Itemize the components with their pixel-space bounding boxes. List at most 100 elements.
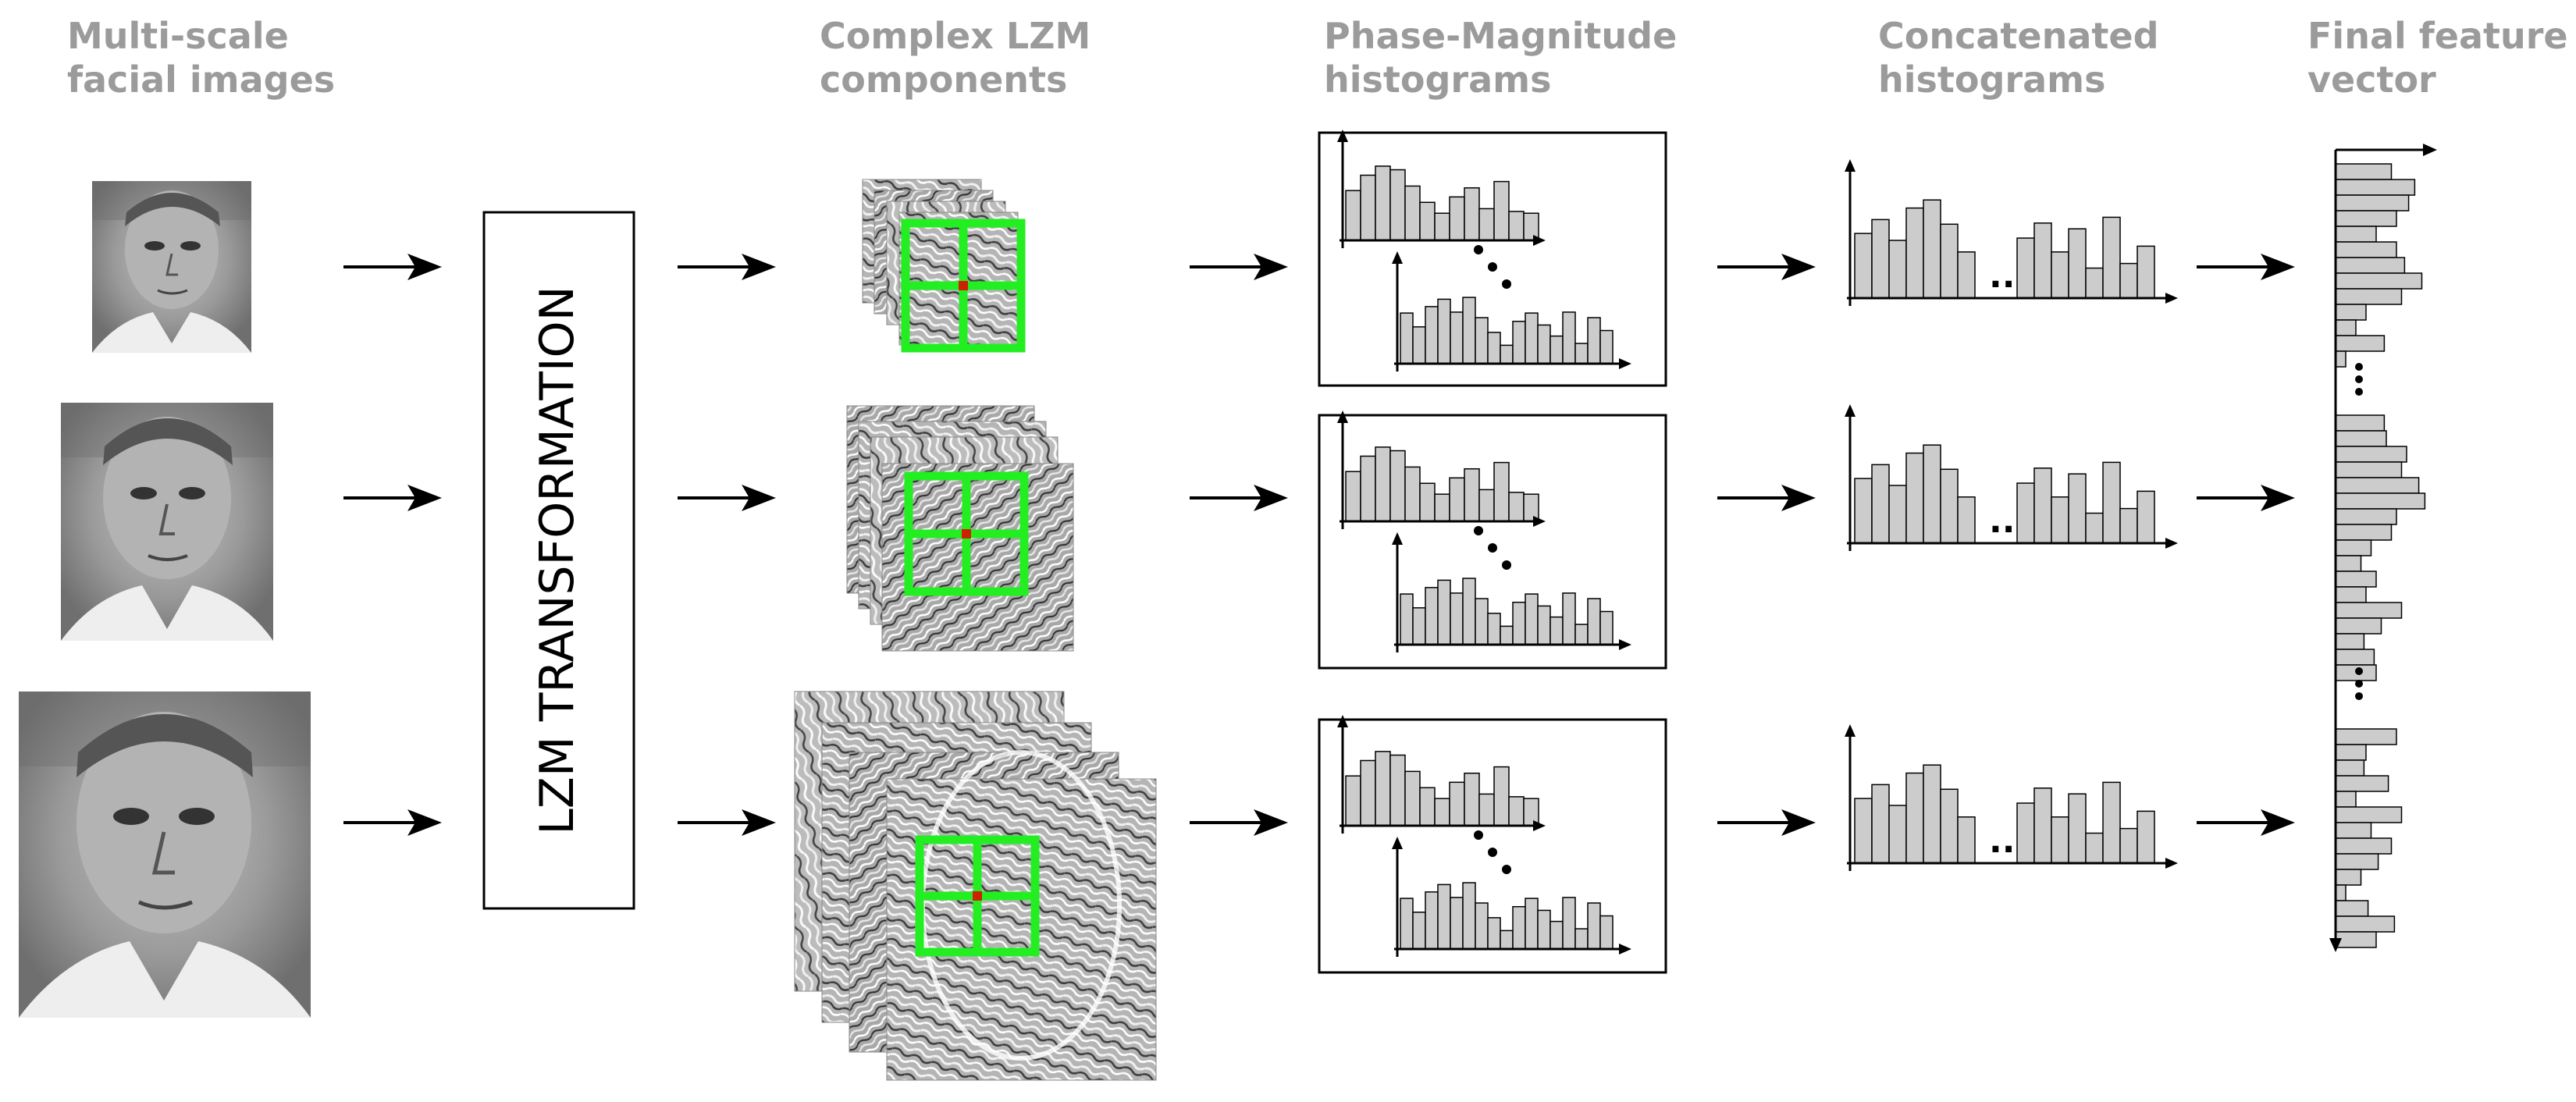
concat-histogram-3: ...	[1845, 724, 2178, 871]
histogram-bar	[1425, 306, 1439, 364]
histogram-bar	[2016, 802, 2035, 864]
histogram-bar	[2033, 467, 2052, 544]
histogram-bar	[1599, 915, 1614, 950]
histogram-bar	[1905, 207, 1924, 299]
feature-bar	[2335, 210, 2397, 227]
histogram-bar	[1449, 196, 1465, 241]
feature-bar	[2335, 241, 2397, 258]
ellipsis-dot	[1488, 848, 1497, 857]
histogram-bar	[1360, 455, 1376, 522]
histogram-box-3	[1318, 715, 1667, 974]
feature-bar	[2335, 319, 2357, 336]
feature-bar	[2335, 524, 2393, 541]
concat-histogram-1: ...	[1845, 159, 2178, 306]
flow-arrowhead	[407, 809, 442, 836]
histogram-bar	[1450, 311, 1464, 364]
histogram-bar	[1437, 883, 1451, 950]
feature-bar	[2335, 288, 2403, 305]
feature-bar	[2335, 931, 2377, 948]
histogram-bar	[1400, 898, 1414, 950]
ellipsis-dot	[1502, 560, 1511, 570]
flow-arrowhead	[1781, 254, 1816, 280]
histogram-bar	[1523, 798, 1539, 826]
feature-bar	[2335, 335, 2386, 352]
histogram-bar	[1523, 493, 1539, 522]
histogram-bar	[1599, 610, 1614, 645]
histogram-bar	[1419, 482, 1436, 522]
flow-arrowhead	[1781, 485, 1816, 511]
histogram-bar	[1389, 450, 1406, 522]
flow-arrowhead	[1781, 809, 1816, 836]
y-axis-arrowhead	[1392, 837, 1403, 849]
feature-bar	[2335, 539, 2372, 556]
histogram-bar	[1389, 754, 1406, 826]
histogram-bar	[2033, 222, 2052, 299]
histogram-bar	[1412, 326, 1426, 364]
vector-ellipsis-dot	[2355, 680, 2363, 688]
histogram-bar	[1437, 298, 1451, 364]
feature-bar	[2335, 414, 2386, 432]
header-line: histograms	[1878, 59, 2106, 101]
feature-bar	[2335, 853, 2379, 870]
ellipsis-dot	[1488, 543, 1497, 553]
header-multiscale: Multi-scale facial images	[67, 14, 335, 101]
flow-arrowhead	[1254, 254, 1288, 280]
roi-center	[962, 529, 971, 539]
vector-ellipsis-dot	[2355, 388, 2363, 396]
ellipsis-dot	[1474, 245, 1483, 254]
histogram-bar	[1508, 211, 1525, 241]
roi-center	[959, 281, 968, 290]
histogram-bar	[1412, 607, 1426, 645]
histogram-bar	[2102, 216, 2121, 299]
histogram-bar	[1923, 444, 1941, 544]
feature-bar	[2335, 257, 2406, 274]
histogram-bar	[1905, 772, 1924, 864]
histogram-bar	[1478, 208, 1495, 241]
histogram-bar	[1537, 605, 1551, 645]
feature-bar	[2335, 272, 2423, 290]
histogram-bar	[1871, 219, 1890, 299]
histogram-bar	[1537, 324, 1551, 364]
histogram-bar	[1360, 174, 1376, 241]
histogram-bar	[2016, 482, 2035, 544]
histogram-bar	[1462, 882, 1476, 950]
histogram-bar	[1940, 788, 1959, 864]
face-large	[19, 691, 311, 1018]
histogram-bar	[1500, 625, 1514, 645]
x-axis-arrowhead	[2165, 293, 2178, 304]
histogram-bar	[1512, 601, 1526, 645]
histogram-bar	[1525, 593, 1539, 645]
histogram-bar	[1957, 251, 1976, 299]
histogram-bar	[1957, 816, 1976, 864]
header-line: Phase-Magnitude	[1324, 15, 1678, 57]
histogram-bottom	[1392, 532, 1631, 652]
histogram-bar	[1375, 165, 1391, 241]
histogram-bar	[2137, 810, 2155, 864]
histogram-bar	[2085, 267, 2104, 299]
histogram-bar	[2119, 507, 2138, 544]
histogram-bar	[2068, 473, 2087, 544]
histogram-bar	[1574, 343, 1589, 364]
histogram-bar	[1493, 461, 1510, 522]
flow-arrowhead	[742, 254, 776, 280]
header-line: facial images	[67, 59, 336, 101]
histogram-bar	[1419, 787, 1436, 826]
y-axis-arrowhead	[1392, 532, 1403, 545]
feature-bar	[2335, 837, 2393, 855]
feature-bar	[2335, 461, 2403, 478]
ellipsis-dot	[1502, 279, 1511, 289]
histogram-bar	[1940, 223, 1959, 299]
histogram-bottom	[1392, 837, 1631, 957]
feature-bar	[2335, 477, 2420, 494]
histogram-bar	[1419, 201, 1436, 241]
histogram-box-1	[1318, 130, 1667, 387]
header-line: Multi-scale	[67, 15, 289, 57]
histogram-bar	[1487, 332, 1501, 364]
feature-bar	[2335, 759, 2365, 777]
histogram-bar	[2068, 228, 2087, 299]
feature-bar	[2335, 869, 2362, 886]
feature-bar	[2335, 163, 2393, 180]
histogram-bar	[1923, 199, 1941, 299]
flow-arrowhead	[1254, 809, 1288, 836]
